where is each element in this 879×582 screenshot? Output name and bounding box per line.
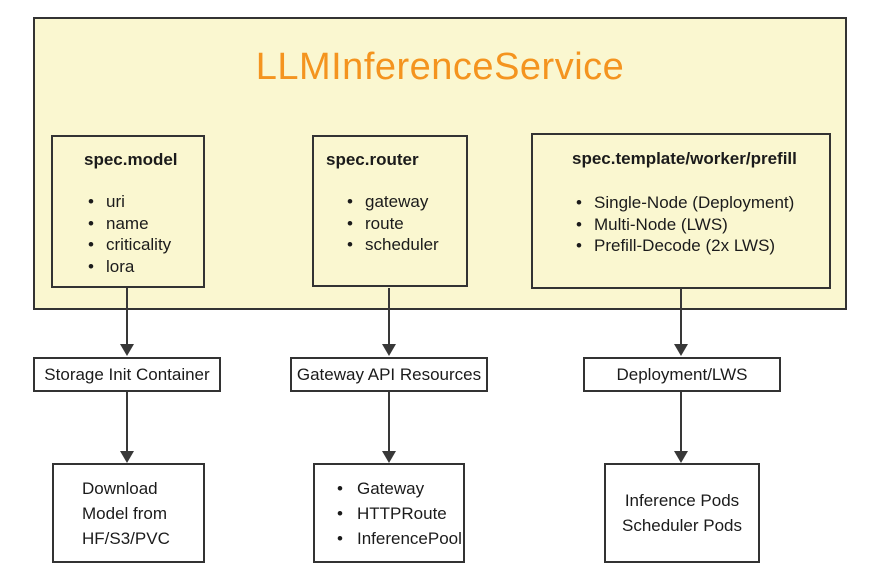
download-model-box: Download Model from HF/S3/PVC [52, 463, 205, 563]
arrow-head-icon [382, 344, 396, 356]
gateway-resources-list-box: Gateway HTTPRoute InferencePool [313, 463, 465, 563]
arrow-line [680, 288, 682, 346]
arrow-head-icon [120, 451, 134, 463]
spec-template-list: Single-Node (Deployment) Multi-Node (LWS… [576, 192, 829, 257]
list-item: scheduler [347, 234, 466, 256]
list-item: Prefill-Decode (2x LWS) [576, 235, 829, 257]
arrow-head-icon [674, 451, 688, 463]
list-item: HTTPRoute [337, 501, 462, 526]
spec-template-title: spec.template/worker/prefill [572, 149, 797, 168]
arrow-line [388, 392, 390, 453]
gateway-api-resources-box: Gateway API Resources [290, 357, 488, 392]
list-item: gateway [347, 191, 466, 213]
spec-model-title: spec.model [84, 150, 178, 169]
arrow-line [680, 392, 682, 453]
arrow-head-icon [120, 344, 134, 356]
spec-router-box: spec.router gateway route scheduler [312, 135, 468, 287]
list-item: uri [88, 191, 203, 213]
spec-template-box: spec.template/worker/prefill Single-Node… [531, 133, 831, 289]
gateway-resources-list: Gateway HTTPRoute InferencePool [337, 476, 462, 551]
deployment-lws-label: Deployment/LWS [616, 364, 748, 384]
arrow-line [126, 392, 128, 453]
download-line: Download [82, 478, 158, 498]
pods-box: Inference Pods Scheduler Pods [604, 463, 760, 563]
pods-line: Scheduler Pods [621, 516, 743, 535]
pods-line: Inference Pods [624, 491, 740, 510]
spec-router-title: spec.router [326, 150, 419, 169]
spec-model-box: spec.model uri name criticality lora [51, 135, 205, 288]
gateway-api-resources-label: Gateway API Resources [296, 364, 482, 384]
arrow-line [126, 288, 128, 346]
list-item: Single-Node (Deployment) [576, 192, 829, 214]
download-line: Model from [82, 503, 168, 523]
deployment-lws-box: Deployment/LWS [583, 357, 781, 392]
list-item: InferencePool [337, 526, 462, 551]
arrow-head-icon [382, 451, 396, 463]
list-item: Gateway [337, 476, 462, 501]
storage-init-container-box: Storage Init Container [33, 357, 221, 392]
list-item: name [88, 213, 203, 235]
list-item: criticality [88, 234, 203, 256]
diagram-title: LLMInferenceService [255, 46, 625, 88]
spec-router-list: gateway route scheduler [347, 191, 466, 256]
download-line: HF/S3/PVC [82, 528, 170, 548]
arrow-line [388, 288, 390, 346]
list-item: route [347, 213, 466, 235]
arrow-head-icon [674, 344, 688, 356]
storage-init-container-label: Storage Init Container [44, 364, 210, 384]
list-item: Multi-Node (LWS) [576, 214, 829, 236]
list-item: lora [88, 256, 203, 278]
spec-model-list: uri name criticality lora [88, 191, 203, 277]
